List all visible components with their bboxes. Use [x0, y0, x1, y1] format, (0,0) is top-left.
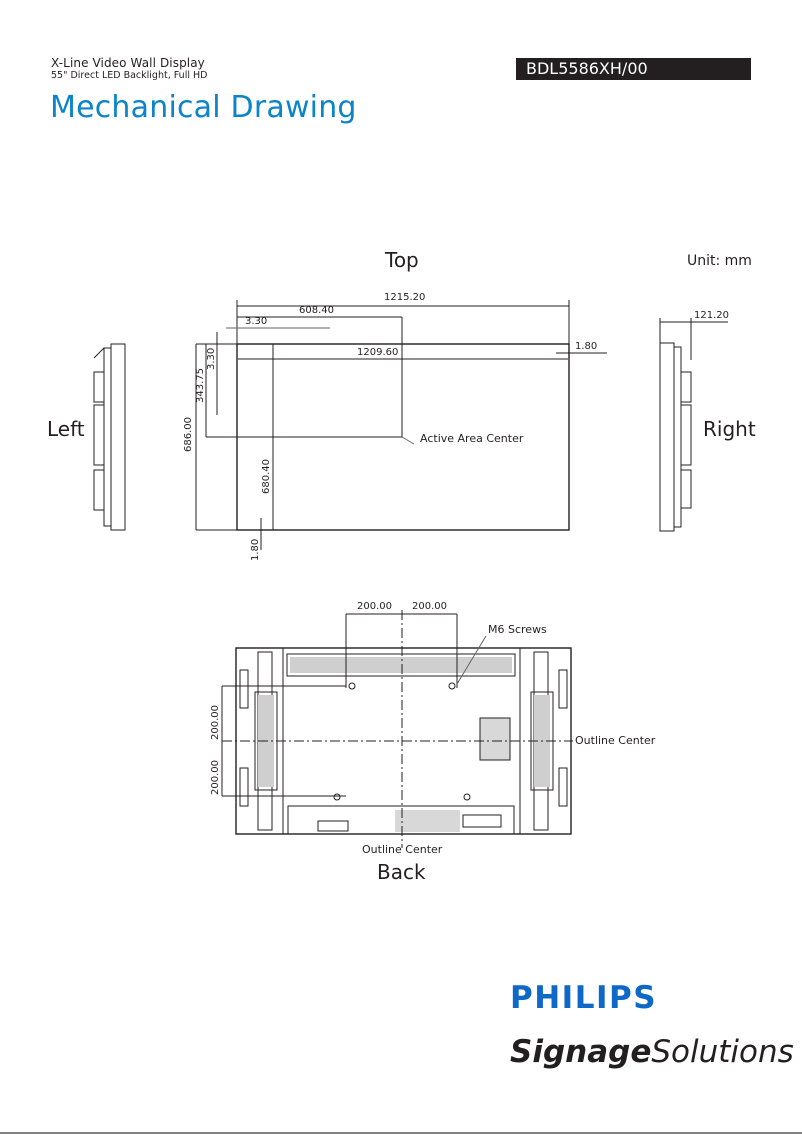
dim-depth: 121.20: [694, 310, 729, 321]
active-area-center-note: Active Area Center: [420, 432, 524, 445]
dim-top-bezel: 3.30: [206, 347, 217, 370]
dim-bottom-bezel: 1.80: [250, 538, 261, 561]
back-view-label: Back: [377, 860, 426, 884]
dim-active-center-x: 608.40: [299, 305, 334, 316]
left-view-label: Left: [47, 417, 85, 441]
signage-text: Signage: [510, 1034, 652, 1070]
dim-mount-left: 200.00: [357, 601, 392, 612]
page-title: Mechanical Drawing: [50, 90, 357, 125]
dim-active-height: 680.40: [261, 459, 272, 494]
outline-center-right-note: Outline Center: [575, 734, 656, 747]
dim-overall-width: 1215.20: [384, 292, 426, 303]
philips-logo: PHILIPS: [510, 980, 658, 1016]
m6-screws-note: M6 Screws: [488, 623, 547, 636]
right-view-label: Right: [703, 417, 756, 441]
dim-mount-right: 200.00: [412, 601, 447, 612]
dim-mount-upper: 200.00: [210, 705, 221, 740]
dim-mount-lower: 200.00: [210, 760, 221, 795]
dim-left-bezel: 3.30: [245, 316, 268, 327]
signage-solutions-logo: SignageSolutions: [510, 1034, 794, 1070]
product-subtitle: 55" Direct LED Backlight, Full HD: [51, 70, 208, 81]
dim-right-bezel: 1.80: [575, 341, 598, 352]
unit-label: Unit: mm: [687, 253, 752, 269]
product-line: X-Line Video Wall Display: [51, 56, 205, 70]
dim-overall-height: 686.00: [183, 417, 194, 452]
dim-active-center-y: 343.75: [195, 368, 206, 403]
top-view-label: Top: [385, 248, 419, 272]
bottom-rule: [0, 1132, 802, 1134]
model-number-badge: BDL5586XH/00: [516, 58, 751, 80]
dim-active-width: 1209.60: [357, 347, 399, 358]
outline-center-bottom-note: Outline Center: [362, 843, 443, 856]
solutions-text: Solutions: [651, 1034, 794, 1070]
